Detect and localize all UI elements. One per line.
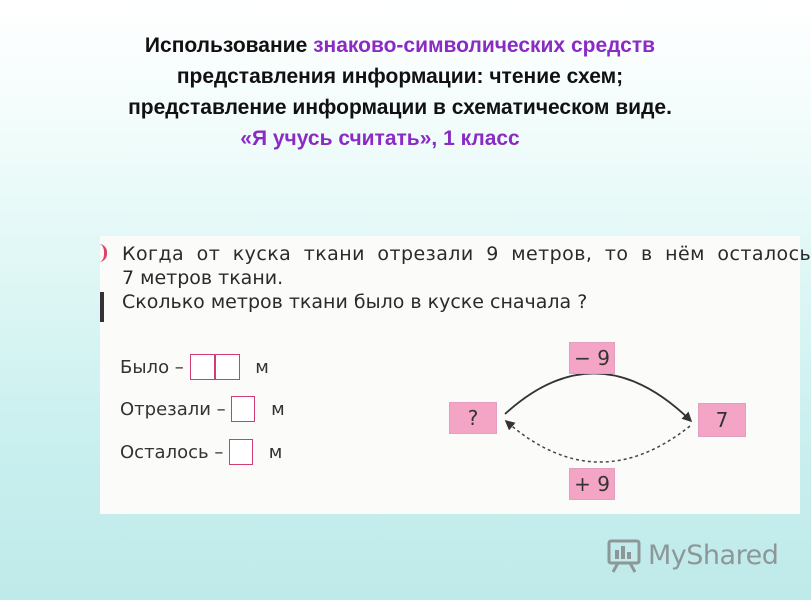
task-line-1: Когда от куска ткани отрезали 9 метров, … xyxy=(122,243,811,265)
row-unit: м xyxy=(255,356,269,378)
answer-cell xyxy=(231,396,256,422)
row-unit: м xyxy=(271,398,285,420)
task-text: Когда от куска ткани отрезали 9 метров, … xyxy=(122,242,811,314)
logo-text: MyShared xyxy=(648,540,779,571)
slide-title: Использование знаково-символических сред… xyxy=(0,30,800,154)
scheme-row-cut: Отрезали – м xyxy=(120,396,285,422)
margin-bar xyxy=(100,292,104,322)
title-line-1: Использование знаково-символических сред… xyxy=(0,30,800,61)
title-plain-text: Использование xyxy=(144,34,314,57)
title-line-4: «Я учусь считать», 1 класс xyxy=(240,127,520,150)
title-accent-text: знаково-символических средств xyxy=(313,34,656,57)
answer-cells xyxy=(189,354,240,380)
scheme-row-was: Было – м xyxy=(120,354,269,380)
row-label: Осталось – xyxy=(120,441,224,463)
scheme-row-left: Осталось – м xyxy=(120,439,282,465)
row-label: Отрезали – xyxy=(120,398,226,420)
row-unit: м xyxy=(268,441,283,463)
minus-nine-box: − 9 xyxy=(569,342,615,374)
task-number-mark xyxy=(98,244,107,262)
task-line-2: 7 метров ткани. xyxy=(122,267,284,289)
answer-cell xyxy=(229,439,254,465)
result-box: 7 xyxy=(698,403,746,437)
plus-nine-box: + 9 xyxy=(569,468,615,500)
title-line-3: представление информации в схематическом… xyxy=(128,96,672,119)
unknown-box: ? xyxy=(449,402,497,434)
title-line-2: представления информации: чтение схем; xyxy=(176,65,624,88)
task-line-3: Сколько метров ткани было в куске сначал… xyxy=(122,291,588,313)
myshared-logo-icon xyxy=(607,539,641,573)
row-label: Было – xyxy=(120,356,184,378)
